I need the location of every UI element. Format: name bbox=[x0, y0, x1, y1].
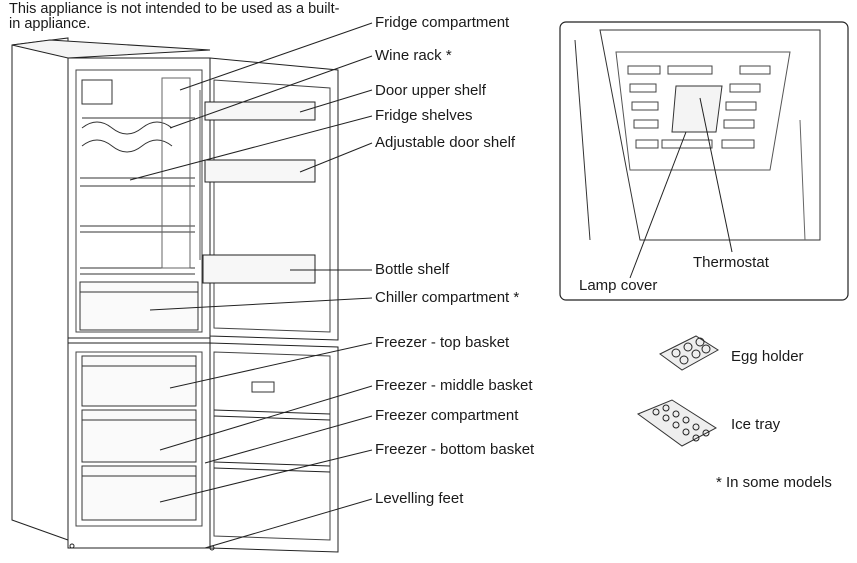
label-door-upper-shelf: Door upper shelf bbox=[375, 82, 486, 99]
footnote: * In some models bbox=[716, 474, 832, 491]
label-bottle-shelf: Bottle shelf bbox=[375, 261, 450, 278]
leader-lines bbox=[129, 22, 373, 549]
label-freezer-top-basket: Freezer - top basket bbox=[375, 334, 510, 351]
label-adjustable-door-shelf: Adjustable door shelf bbox=[375, 134, 516, 151]
label-egg-holder: Egg holder bbox=[731, 348, 804, 365]
label-wine-rack: Wine rack * bbox=[375, 47, 452, 64]
label-ice-tray: Ice tray bbox=[731, 416, 781, 433]
ice-tray-illustration bbox=[636, 399, 717, 447]
inset-panel bbox=[559, 21, 849, 301]
label-fridge-compartment: Fridge compartment bbox=[375, 14, 510, 31]
label-levelling-feet: Levelling feet bbox=[375, 490, 464, 507]
fridge-interior bbox=[79, 77, 199, 331]
label-freezer-bottom-basket: Freezer - bottom basket bbox=[375, 441, 535, 458]
label-lamp-cover: Lamp cover bbox=[579, 277, 658, 294]
label-chiller-compartment: Chiller compartment * bbox=[375, 289, 520, 306]
freezer-door bbox=[209, 342, 339, 553]
installation-note: This appliance is not intended to be use… bbox=[9, 1, 340, 32]
label-freezer-middle-basket: Freezer - middle basket bbox=[375, 377, 533, 394]
label-thermostat: Thermostat bbox=[693, 254, 769, 271]
label-fridge-shelves: Fridge shelves bbox=[375, 107, 473, 124]
freezer-interior bbox=[81, 355, 197, 521]
label-freezer-compartment: Freezer compartment bbox=[375, 407, 519, 424]
egg-holder-illustration bbox=[659, 335, 719, 371]
fridge-door bbox=[199, 57, 339, 341]
